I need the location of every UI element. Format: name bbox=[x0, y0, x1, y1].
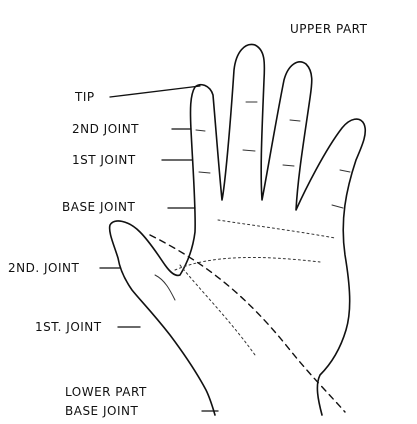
first-joint-thumb-label: 1ST. JOINT bbox=[35, 320, 102, 334]
index-finger-crease-1 bbox=[196, 130, 205, 131]
upper-part-label: UPPER PART bbox=[290, 22, 367, 36]
thumb-crease bbox=[155, 275, 175, 300]
first-joint-finger-label: 1ST JOINT bbox=[72, 153, 136, 167]
hand-outline bbox=[110, 44, 366, 415]
index-finger-crease-2 bbox=[199, 172, 210, 173]
little-finger-crease-2 bbox=[332, 205, 343, 208]
middle-finger-crease-2 bbox=[243, 150, 255, 151]
little-finger-crease-1 bbox=[340, 170, 350, 172]
palm-line-heart bbox=[218, 220, 335, 238]
tip-label: TIP bbox=[75, 90, 95, 104]
second-joint-finger-label: 2ND JOINT bbox=[72, 122, 139, 136]
base-joint-thumb-label: BASE JOINT bbox=[65, 404, 138, 418]
division-dashed-line bbox=[150, 235, 345, 412]
tip-leader bbox=[110, 86, 200, 97]
palm-line-head bbox=[175, 257, 320, 270]
ring-finger-crease-2 bbox=[283, 165, 294, 166]
lower-part-label: LOWER PART bbox=[65, 385, 147, 399]
palm-line-life bbox=[180, 265, 255, 355]
base-joint-finger-label: BASE JOINT bbox=[62, 200, 135, 214]
ring-finger-crease-1 bbox=[290, 120, 300, 121]
second-joint-thumb-label: 2ND. JOINT bbox=[8, 261, 79, 275]
